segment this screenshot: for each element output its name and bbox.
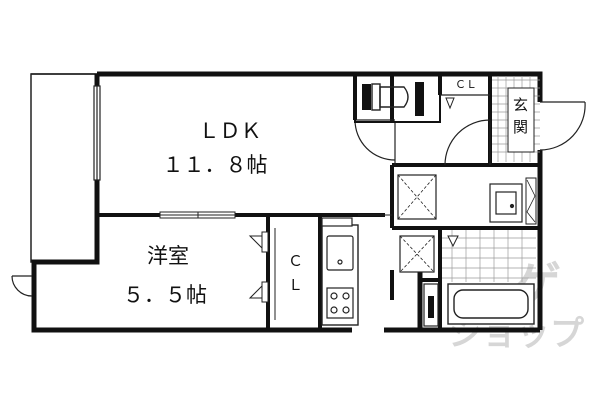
western-room-size: ５．５帖 bbox=[123, 283, 207, 307]
entrance-label-2: 関 bbox=[513, 118, 528, 136]
washer-pan-icon bbox=[397, 174, 437, 220]
front-door bbox=[539, 101, 586, 151]
closet-label-1: Ｃ bbox=[288, 252, 303, 270]
bathtub-icon bbox=[447, 283, 535, 325]
room-labels: ＬＤＫ １１．８帖 洋室 ５．５帖 bbox=[123, 119, 268, 307]
partition-window bbox=[159, 211, 236, 219]
closet-top: ＣＬ bbox=[440, 78, 490, 96]
entrance: 玄 関 bbox=[492, 76, 586, 162]
ldk-window bbox=[93, 85, 101, 181]
balcony bbox=[30, 73, 98, 263]
bathroom bbox=[423, 230, 536, 327]
washbasin-icon bbox=[489, 183, 523, 223]
balcony-door bbox=[11, 275, 33, 297]
entrance-label-1: 玄 bbox=[513, 96, 528, 114]
closet-top-label: ＣＬ bbox=[455, 78, 477, 91]
ldk-name: ＬＤＫ bbox=[199, 119, 262, 143]
western-room-name: 洋室 bbox=[147, 244, 189, 268]
kitchen bbox=[321, 217, 359, 326]
stove-icon bbox=[326, 287, 354, 319]
kitchen-sink-icon bbox=[326, 235, 354, 271]
toilet-room bbox=[354, 73, 455, 123]
hall-door bbox=[354, 119, 491, 166]
ldk-size: １１．８帖 bbox=[163, 153, 268, 177]
closet-room: Ｃ Ｌ bbox=[248, 228, 303, 320]
washroom bbox=[397, 174, 537, 225]
closet-label-2: Ｌ bbox=[288, 276, 303, 294]
refrigerator-space-icon bbox=[399, 235, 435, 273]
toilet-icon bbox=[371, 83, 409, 111]
